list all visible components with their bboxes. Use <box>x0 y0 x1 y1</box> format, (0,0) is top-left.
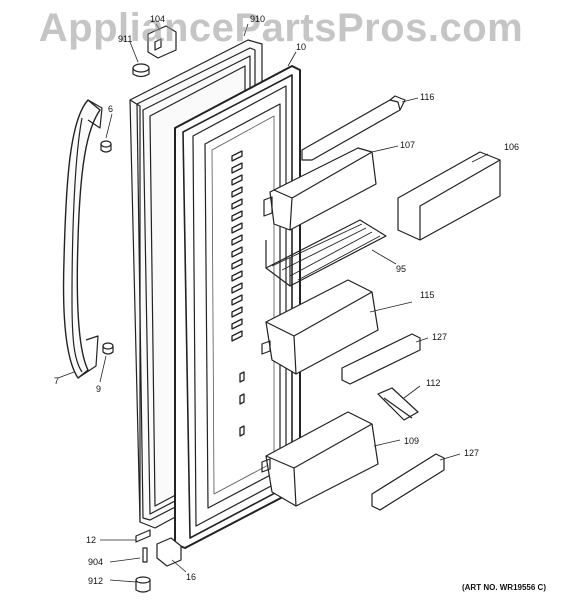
bin-115 <box>261 279 379 375</box>
callout-127-upper: 127 <box>432 332 448 342</box>
wire-rack-95 <box>265 219 387 287</box>
callout-95: 95 <box>396 264 407 274</box>
rail-116 <box>301 95 406 161</box>
door-handle <box>62 99 103 379</box>
bin-rail-tabs <box>231 150 245 437</box>
callout-911: 911 <box>118 34 133 44</box>
handle-screw-lower <box>102 342 114 355</box>
callout-10: 10 <box>296 42 307 52</box>
callout-112: 112 <box>426 378 441 388</box>
callout-104: 104 <box>150 14 166 24</box>
art-number: (ART NO. WR19556 C) <box>461 583 546 592</box>
bin-107 <box>263 147 377 231</box>
callout-116: 116 <box>420 92 435 102</box>
handle-screw-upper <box>100 140 112 153</box>
guard-112 <box>377 387 419 421</box>
callout-leaders <box>57 23 489 583</box>
hinge-cap-top <box>132 63 150 78</box>
bottle-bin-106 <box>397 151 501 241</box>
bottom-hinge-bracket <box>135 529 182 593</box>
top-cover-104 <box>147 25 177 59</box>
callout-115: 115 <box>420 290 435 300</box>
callout-109: 109 <box>404 436 420 446</box>
callout-904: 904 <box>88 557 104 567</box>
callout-9: 9 <box>96 384 102 394</box>
callout-7: 7 <box>54 376 60 386</box>
shelf-guard-127-upper <box>341 333 421 385</box>
callout-6: 6 <box>108 104 114 114</box>
shelf-guard-127-lower <box>371 453 445 511</box>
bin-109 <box>261 411 379 507</box>
callout-107: 107 <box>400 140 416 150</box>
callout-16: 16 <box>186 572 197 582</box>
callout-912: 912 <box>88 576 104 586</box>
callout-127-lower: 127 <box>464 448 480 458</box>
callout-12: 12 <box>86 535 97 545</box>
callout-106: 106 <box>504 142 520 152</box>
callout-910: 910 <box>250 14 266 24</box>
